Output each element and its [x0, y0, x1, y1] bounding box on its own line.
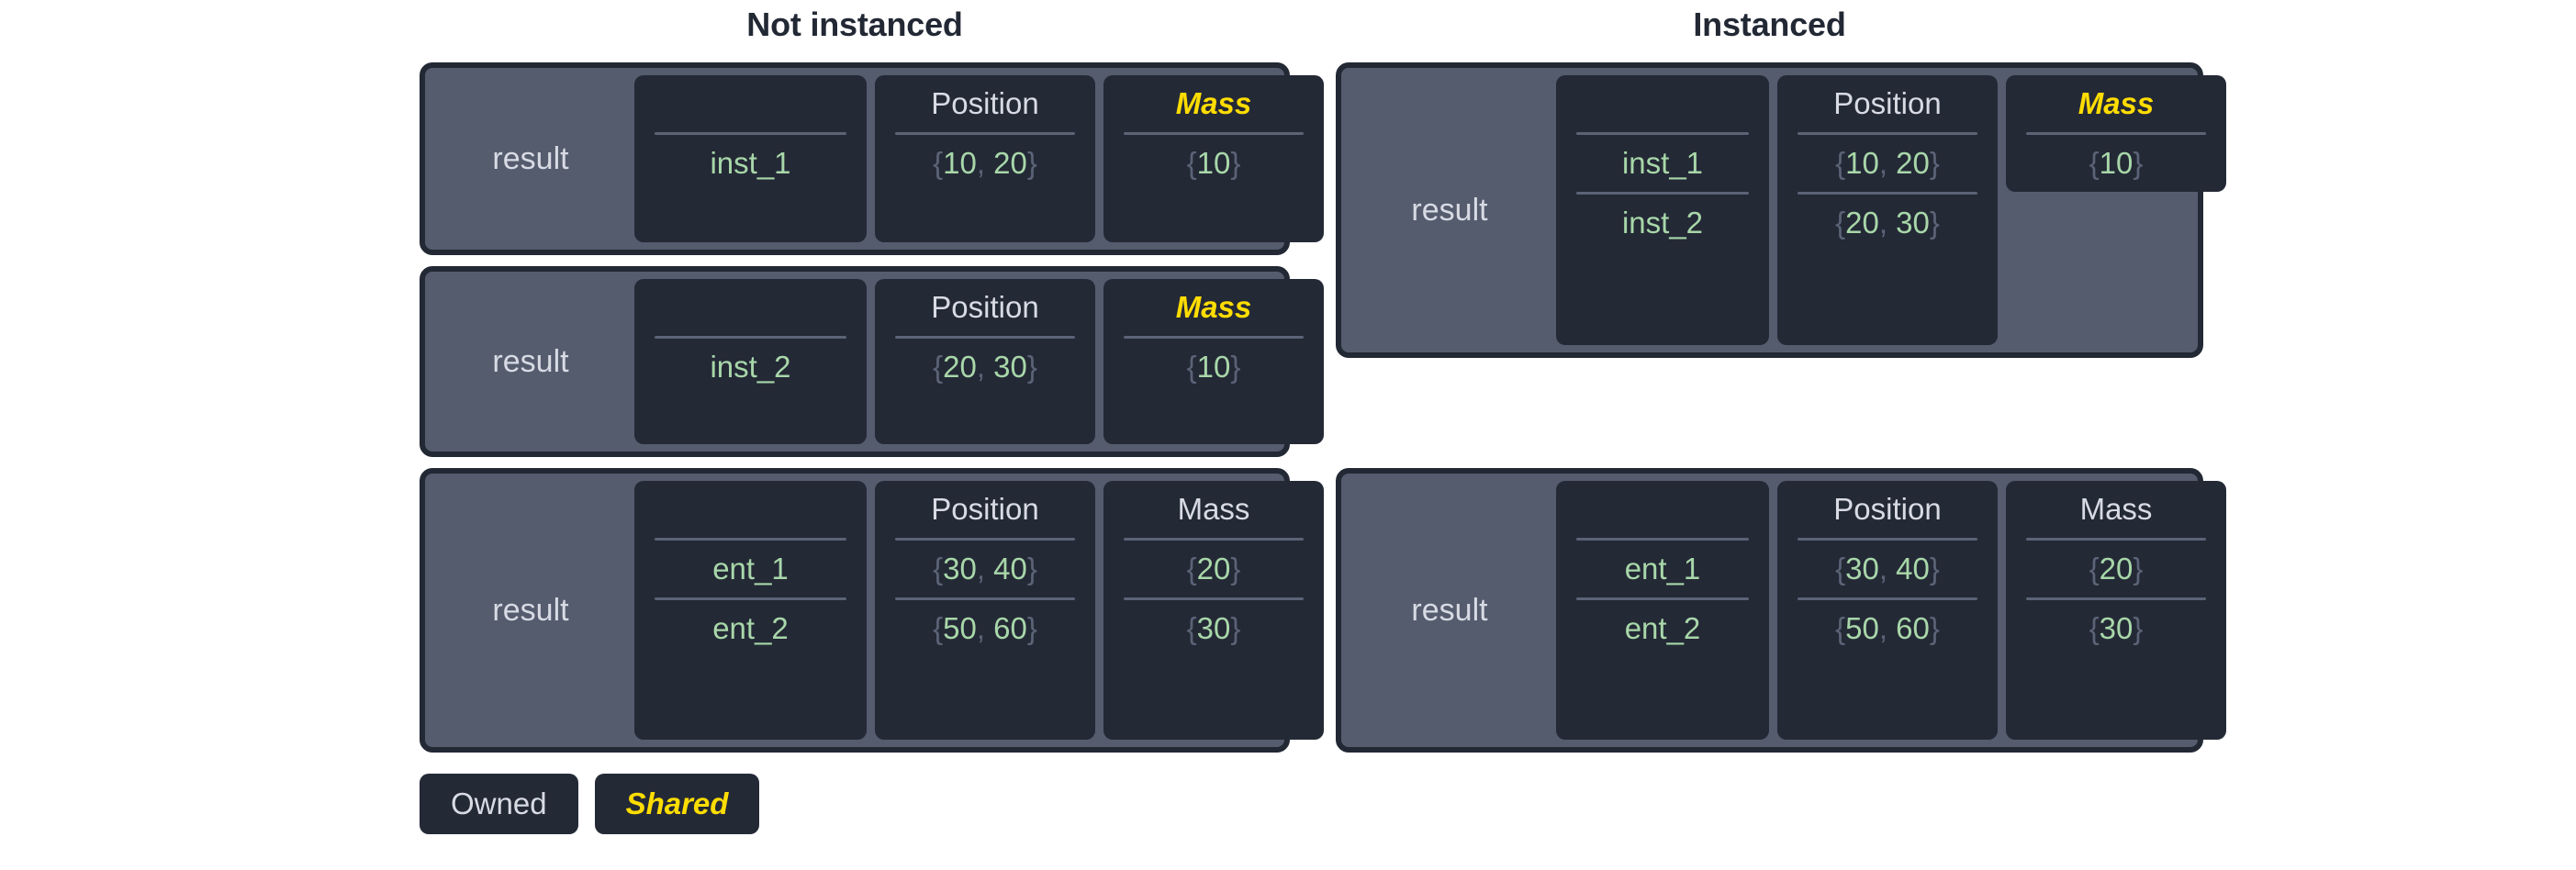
- row-divider: [1124, 132, 1304, 135]
- component-value-cell: {50, 60}: [933, 611, 1037, 645]
- component-value-cell: {20, 30}: [1835, 206, 1940, 240]
- component-value-cell: {10, 20}: [1835, 146, 1940, 180]
- row-divider: [1576, 538, 1749, 541]
- entity-id-cell: inst_1: [710, 146, 791, 180]
- group-title-instanced: Instanced: [1693, 6, 1846, 43]
- entity-id-cell: inst_1: [1621, 146, 1704, 180]
- row-divider: [1124, 597, 1304, 600]
- record-panel: result ent_1 ent_2 Position {30, 40} {50, 60…: [420, 468, 1324, 753]
- row-divider: [1798, 597, 1977, 600]
- column-header: [634, 75, 867, 132]
- row-divider: [2026, 132, 2206, 135]
- panel-label: result: [492, 140, 569, 176]
- row-divider: [895, 538, 1075, 541]
- panel-label: result: [492, 592, 569, 628]
- column-mass: Mass {10}: [1103, 75, 1324, 242]
- column-id: ent_1 ent_2: [1556, 481, 1769, 740]
- column-container: inst_1 inst_2 Position {10, 20} {20, 30} Mass…: [1556, 75, 2226, 345]
- row-divider: [2026, 597, 2206, 600]
- column-container: ent_1 ent_2 Position {30, 40} {50, 60} Mass {2…: [634, 481, 1324, 740]
- component-value-cell: {50, 60}: [1835, 611, 1940, 645]
- group-title-not-instanced: Not instanced: [746, 6, 963, 43]
- column-header: [1556, 75, 1769, 132]
- row-divider: [655, 597, 846, 600]
- column-header: [1556, 481, 1769, 538]
- panel-label: result: [1411, 192, 1488, 228]
- column-header: Mass: [2079, 492, 2153, 526]
- row-divider: [655, 336, 846, 339]
- record-panel: result inst_1 inst_2 Position {10, 20} {20, …: [1336, 62, 2226, 358]
- column-id: inst_1 inst_2: [1556, 75, 1769, 345]
- column-mass: Mass {20} {30}: [2006, 481, 2226, 740]
- column-container: inst_2 Position {20, 30} Mass {10}: [634, 279, 1324, 444]
- column-header: Mass: [1177, 492, 1250, 526]
- legend: Owned Shared: [420, 774, 760, 834]
- column-header: Position: [931, 290, 1039, 324]
- column-header: Mass: [1175, 86, 1252, 120]
- column-header: Mass: [2078, 86, 2155, 120]
- column-mass: Mass {10}: [1103, 279, 1324, 444]
- entity-id-cell: ent_2: [712, 611, 789, 645]
- column-position: Position {10, 20} {20, 30}: [1777, 75, 1998, 345]
- row-divider: [1576, 192, 1749, 195]
- column-header: Position: [931, 492, 1039, 526]
- record-panel: result ent_1 ent_2 Position {30, 40} {50, 60…: [1336, 468, 2226, 753]
- component-value-cell: {10}: [1186, 146, 1241, 180]
- component-value-cell: {20, 30}: [933, 350, 1037, 384]
- panel-label: result: [1411, 592, 1488, 628]
- row-divider: [1124, 336, 1304, 339]
- component-value-cell: {30, 40}: [933, 552, 1037, 586]
- component-value-cell: {30}: [2089, 611, 2144, 645]
- row-divider: [1798, 132, 1977, 135]
- column-id: inst_1: [634, 75, 867, 242]
- entity-id-cell: ent_1: [1624, 552, 1701, 586]
- column-position: Position {10, 20}: [875, 75, 1095, 242]
- row-divider: [1124, 538, 1304, 541]
- entity-id-cell: inst_2: [1621, 206, 1704, 240]
- panel-label: result: [492, 343, 569, 379]
- column-header: Mass: [1175, 290, 1252, 324]
- row-divider: [895, 597, 1075, 600]
- row-divider: [895, 132, 1075, 135]
- row-divider: [655, 132, 846, 135]
- row-divider: [655, 538, 846, 541]
- column-position: Position {30, 40} {50, 60}: [875, 481, 1095, 740]
- column-header: [634, 481, 867, 538]
- legend-chip-shared: Shared: [594, 774, 760, 834]
- column-mass: Mass {10}: [2006, 75, 2226, 192]
- column-container: ent_1 ent_2 Position {30, 40} {50, 60} Mass {2…: [1556, 481, 2226, 740]
- component-value-cell: {10}: [1186, 350, 1241, 384]
- row-divider: [2026, 538, 2206, 541]
- column-position: Position {30, 40} {50, 60}: [1777, 481, 1998, 740]
- component-value-cell: {30}: [1186, 611, 1241, 645]
- record-panel: result inst_2 Position {20, 30} Mass {10}: [420, 266, 1324, 457]
- component-value-cell: {20}: [2089, 552, 2144, 586]
- row-divider: [1798, 192, 1977, 195]
- row-divider: [1576, 597, 1749, 600]
- row-divider: [1798, 538, 1977, 541]
- column-header: Position: [931, 86, 1039, 120]
- record-panel: result inst_1 Position {10, 20} Mass {10}: [420, 62, 1324, 255]
- column-mass: Mass {20} {30}: [1103, 481, 1324, 740]
- component-value-cell: {30, 40}: [1835, 552, 1940, 586]
- column-id: inst_2: [634, 279, 867, 444]
- row-divider: [1576, 132, 1749, 135]
- column-header: Position: [1833, 86, 1942, 120]
- component-value-cell: {10, 20}: [933, 146, 1037, 180]
- entity-id-cell: inst_2: [710, 350, 791, 384]
- legend-chip-owned: Owned: [420, 774, 578, 834]
- entity-id-cell: ent_1: [712, 552, 789, 586]
- component-value-cell: {20}: [1186, 552, 1241, 586]
- column-container: inst_1 Position {10, 20} Mass {10}: [634, 75, 1324, 242]
- column-id: ent_1 ent_2: [634, 481, 867, 740]
- row-divider: [895, 336, 1075, 339]
- component-value-cell: {10}: [2089, 146, 2144, 180]
- column-header: Position: [1833, 492, 1942, 526]
- column-header: [634, 279, 867, 336]
- column-position: Position {20, 30}: [875, 279, 1095, 444]
- entity-id-cell: ent_2: [1624, 611, 1701, 645]
